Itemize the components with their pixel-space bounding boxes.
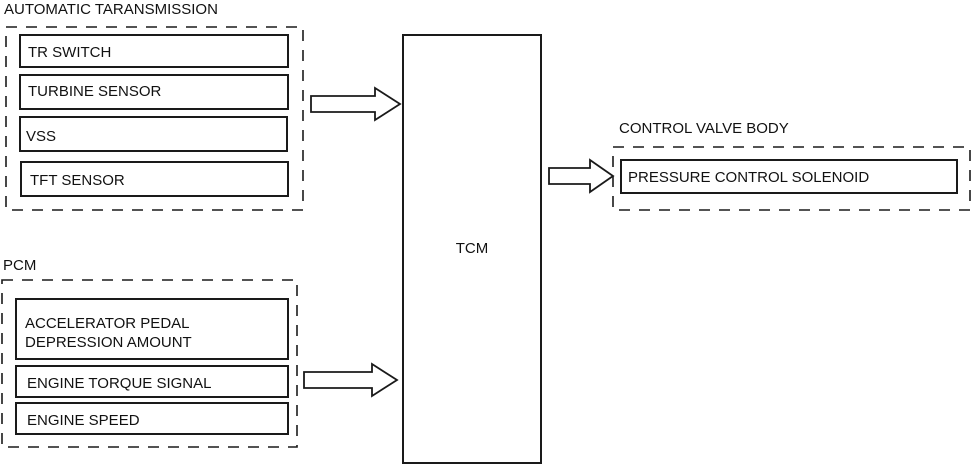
input-label: ENGINE TORQUE SIGNAL (27, 375, 212, 392)
arrow-tcm-to-control-valve-body-icon (548, 158, 615, 194)
input-label-line-2: DEPRESSION AMOUNT (25, 334, 192, 351)
group-border-automatic-transmission (5, 26, 304, 211)
tcm-block: TCM (402, 34, 542, 464)
input-box-engine-torque-signal: ENGINE TORQUE SIGNAL (15, 365, 289, 398)
group-pcm: PCM ACCELERATOR PEDAL DEPRESSION AMOUNT … (1, 257, 298, 448)
tcm-box (402, 34, 542, 464)
input-label: TR SWITCH (28, 44, 111, 61)
input-label: TFT SENSOR (30, 172, 125, 189)
output-label: PRESSURE CONTROL SOLENOID (628, 169, 869, 186)
arrow-automatic-transmission-to-tcm-icon (310, 86, 402, 122)
group-border-control-valve-body (612, 146, 971, 211)
input-box-tft-sensor: TFT SENSOR (20, 161, 289, 197)
arrow-pcm-to-tcm-icon (303, 362, 399, 398)
input-label: ENGINE SPEED (27, 412, 140, 429)
tcm-label: TCM (456, 240, 489, 257)
input-box-vss: VSS (19, 116, 288, 152)
input-box-tr-switch: TR SWITCH (19, 34, 289, 68)
input-box-accelerator-pedal-depression-amount: ACCELERATOR PEDAL DEPRESSION AMOUNT (15, 298, 289, 360)
group-title-pcm: PCM (3, 257, 36, 274)
group-control-valve-body: CONTROL VALVE BODY PRESSURE CONTROL SOLE… (612, 120, 971, 211)
input-box-turbine-sensor: TURBINE SENSOR (19, 74, 289, 110)
input-label-line-1: ACCELERATOR PEDAL (25, 315, 190, 332)
input-label: TURBINE SENSOR (28, 83, 162, 100)
input-label: VSS (26, 128, 56, 145)
group-border-pcm (1, 279, 298, 448)
output-box-pressure-control-solenoid: PRESSURE CONTROL SOLENOID (620, 159, 958, 194)
group-automatic-transmission: AUTOMATIC TARANSMISSION TR SWITCH TURBIN… (4, 1, 304, 211)
input-box-engine-speed: ENGINE SPEED (15, 402, 289, 435)
group-title-automatic-transmission: AUTOMATIC TARANSMISSION (4, 1, 218, 18)
group-title-control-valve-body: CONTROL VALVE BODY (619, 120, 789, 137)
